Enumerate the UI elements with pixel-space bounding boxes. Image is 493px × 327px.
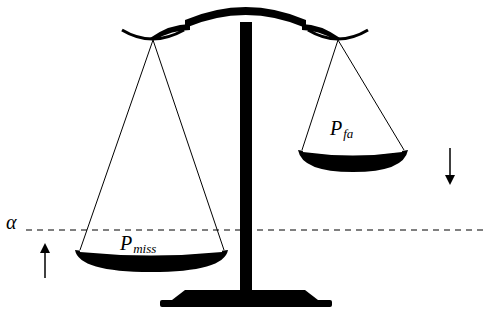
subscript-text: fa (343, 127, 353, 140)
subscript-text: miss (133, 242, 156, 255)
threshold-symbol: α (6, 212, 17, 232)
probability-symbol: P (120, 233, 132, 253)
probability-symbol: P (330, 118, 342, 138)
